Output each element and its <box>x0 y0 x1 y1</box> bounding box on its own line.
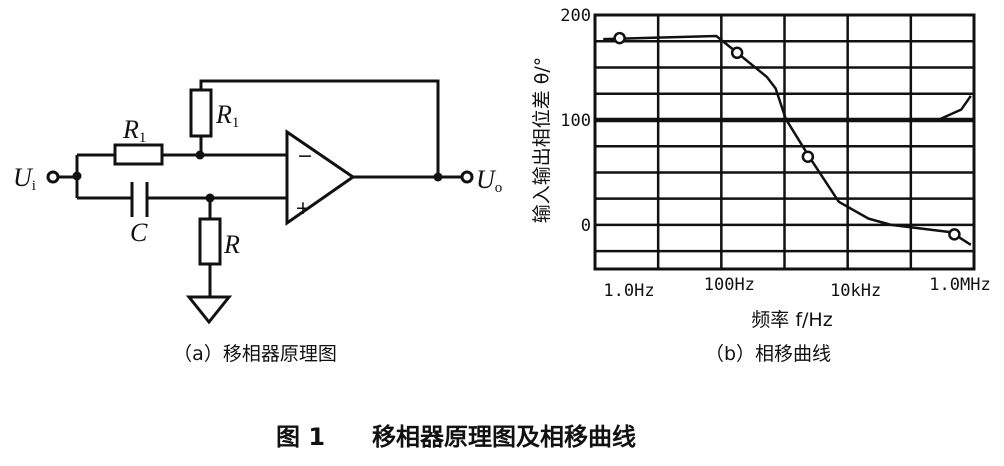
chart-grid <box>593 13 976 271</box>
series-line-2 <box>937 95 972 122</box>
caption-a: （a）移相器原理图 <box>173 343 337 365</box>
data-marker <box>613 31 626 45</box>
chart-series <box>595 31 974 246</box>
data-marker <box>801 150 815 163</box>
y-tick-label: 100 <box>560 111 591 131</box>
r1-feedback-label: R1 <box>215 100 239 131</box>
feedback-wire <box>199 79 440 177</box>
x-tick-label: 1.0MHz <box>929 275 990 295</box>
x-tick-label: 100Hz <box>704 275 755 295</box>
ground-symbol <box>185 295 233 325</box>
output-terminal <box>460 170 474 184</box>
op-amp-minus: − <box>297 145 313 167</box>
capacitor-label: C <box>130 218 148 247</box>
figure-title: 移相器原理图及相移曲线 <box>372 423 636 451</box>
x-tick-label: 1.0Hz <box>603 281 654 301</box>
series-line-0 <box>603 34 972 246</box>
figure-number: 图 1 <box>276 423 325 451</box>
input-terminal <box>46 170 60 184</box>
chart-ticks: 200 100 0 1.0Hz 100Hz 10kHz 1.0MHz <box>560 6 990 301</box>
x-tick-label: 10kHz <box>830 281 881 301</box>
resistor-r1-feedback <box>189 88 213 138</box>
junction-node <box>433 172 443 182</box>
op-amp-plus: + <box>295 197 311 219</box>
r1-series-label: R1 <box>122 115 146 146</box>
caption-b: （b）相移曲线 <box>705 343 831 365</box>
y-axis-label: 输入输出相位差 θ/° <box>531 57 553 224</box>
resistor-r <box>198 217 222 266</box>
op-amp <box>285 129 356 226</box>
resistor-r1-series <box>113 143 164 166</box>
resistor-r-label: R <box>223 230 240 259</box>
output-label: Uo <box>476 165 502 196</box>
y-tick-label: 200 <box>560 6 591 26</box>
input-label: Ui <box>13 163 36 194</box>
y-tick-label: 0 <box>581 216 591 236</box>
x-axis-label: 频率 f/Hz <box>751 309 832 331</box>
phase-chart: 200 100 0 1.0Hz 100Hz 10kHz 1.0MHz 输入输出相位差 θ/°… <box>531 6 991 331</box>
data-marker <box>730 46 744 60</box>
circuit-diagram: − + Ui Uo R1 R1 C R <box>13 79 502 325</box>
data-marker <box>948 228 961 241</box>
